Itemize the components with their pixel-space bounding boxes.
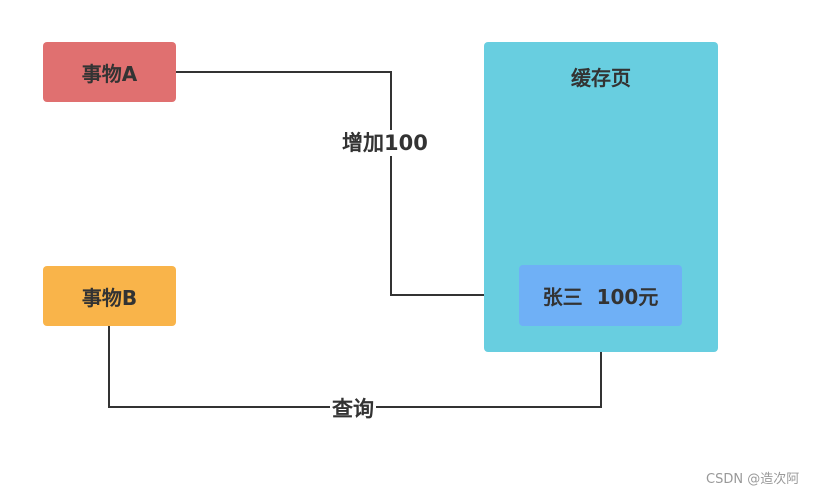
transaction-a-node: 事物A <box>43 42 176 102</box>
watermark-text: CSDN @造次阿 <box>706 472 800 487</box>
edge-add-arrow <box>176 71 513 300</box>
edge-add-label: 增加100 <box>340 130 430 156</box>
record-label: 张三 100元 <box>542 285 659 309</box>
transaction-b-node: 事物B <box>43 266 176 326</box>
transaction-a-label: 事物A <box>81 61 138 86</box>
edge-query-label: 查询 <box>330 396 376 422</box>
transaction-b-label: 事物B <box>81 285 138 310</box>
record-node: 张三 100元 <box>519 265 682 326</box>
cache-page-label: 缓存页 <box>571 66 631 90</box>
